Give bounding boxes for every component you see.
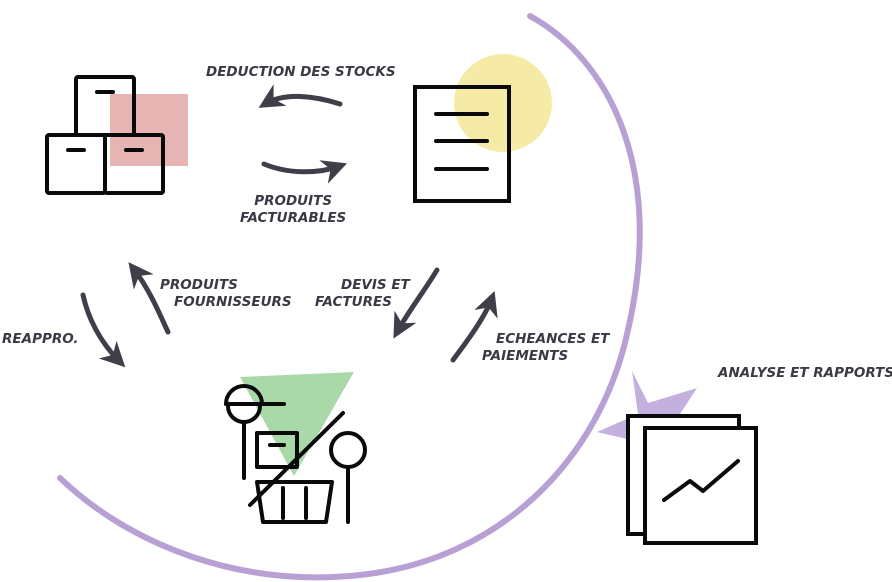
label-supplier-products-line1: PRODUITS [160,277,238,293]
chart-report-icon [597,371,758,545]
label-supplier-products-line2: FOURNISSEURS [174,294,292,310]
arrow-quotes-invoices [393,267,440,339]
label-quotes-invoices-line2: FACTURES [315,294,392,310]
shop-icon [224,372,367,524]
label-invoiceable-products: PRODUITS FACTURABLES [240,193,346,227]
label-restock-text: REAPPRO. [2,331,79,347]
label-invoiceable-products-line1: PRODUITS [254,193,333,209]
arrow-due-payments [450,290,498,363]
label-stock-deduction: DEDUCTION DES STOCKS [206,64,396,81]
label-analysis-reports-text: ANALYSE ET RAPPORTS [718,365,892,381]
label-quotes-invoices-line1: DEVIS ET [341,277,410,293]
boxes-icon [45,75,188,195]
arrow-supplier-products [128,262,171,335]
label-due-payments-line2: PAIEMENTS [482,348,569,364]
arrow-restock [80,292,126,368]
arrow-stock-deduction [258,84,343,108]
shop-accent-triangle [240,372,354,476]
label-invoiceable-products-line2: FACTURABLES [240,210,347,226]
label-stock-deduction-text: DEDUCTION DES STOCKS [206,64,396,80]
label-due-payments-line1: ECHEANCES ET [496,331,610,347]
label-due-payments: ECHEANCES ET PAIEMENTS [482,331,609,365]
document-accent-circle [454,54,552,152]
label-supplier-products: PRODUITS FOURNISSEURS [160,277,292,311]
label-quotes-invoices: DEVIS ET FACTURES [315,277,410,311]
boxes-accent-square [110,94,188,166]
arrow-invoiceable-products [261,160,348,184]
label-analysis-reports: ANALYSE ET RAPPORTS [718,365,892,382]
document-icon [413,54,552,203]
cycle-circle-outline [57,13,643,581]
label-restock: REAPPRO. [2,331,79,348]
